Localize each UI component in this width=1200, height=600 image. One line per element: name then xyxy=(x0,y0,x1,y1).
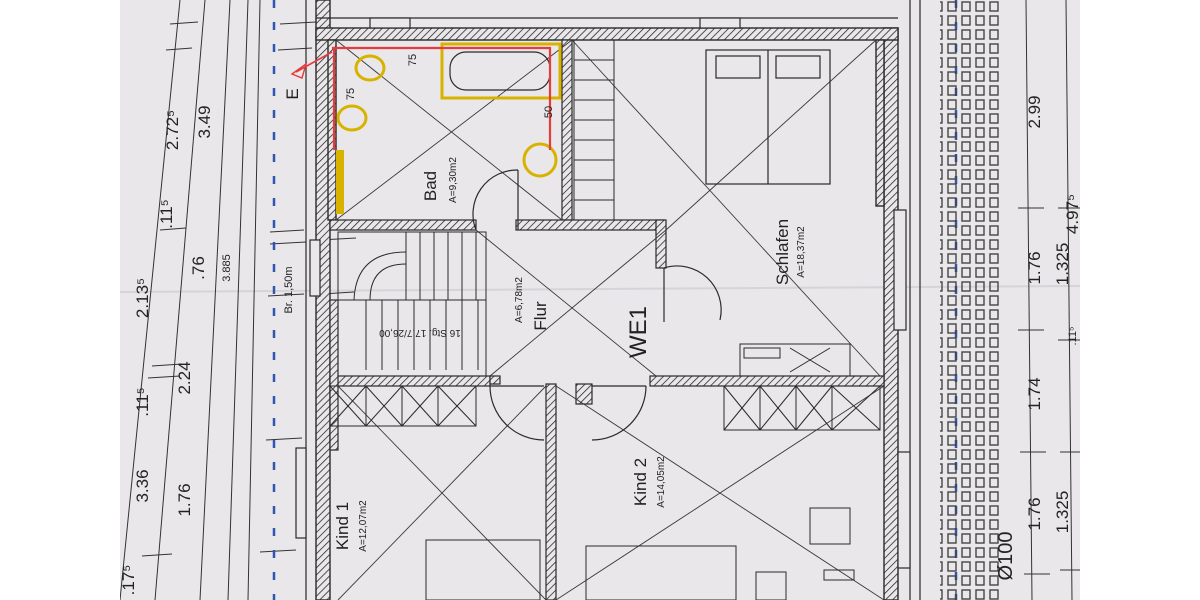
section-mark: E xyxy=(283,88,302,99)
room-name-kind1: Kind 1 xyxy=(333,502,352,550)
unit-label: WE1 xyxy=(625,306,652,358)
background-right xyxy=(1080,0,1200,600)
room-name-schlafen: Schlafen xyxy=(773,219,792,285)
bath-measure-b: 75 xyxy=(345,88,357,100)
dim-left-6: 2.13⁵ xyxy=(133,278,152,318)
bath-measure-c: 50 xyxy=(543,106,555,118)
dim-left-3: .11⁵ xyxy=(157,199,176,228)
dim-right-9: Ø100 xyxy=(995,532,1017,581)
dim-right-8: 1.325 xyxy=(1053,491,1072,534)
bath-measure-a: 75 xyxy=(407,54,419,66)
room-name-bad: Bad xyxy=(421,171,440,201)
stair-label: 16 Stg. 17,7/26,00 xyxy=(379,327,461,338)
dim-left-4: 3.885 xyxy=(221,254,233,282)
room-area-bad: A=9,30m2 xyxy=(448,157,459,203)
room-name-flur: Flur xyxy=(531,301,550,331)
wardrobes xyxy=(329,39,881,431)
left-dimension-lines xyxy=(120,0,357,600)
dim-right-1: 2.99 xyxy=(1025,95,1044,128)
furniture-kinder xyxy=(425,507,855,600)
dim-right-3: 1.76 xyxy=(1025,251,1044,284)
desk-schlafen xyxy=(739,343,851,377)
staircase xyxy=(337,231,487,377)
interior-walls xyxy=(329,39,885,600)
bath-fixtures xyxy=(290,42,562,214)
room-area-kind1: A=12,07m2 xyxy=(358,500,369,552)
dim-left-1: 3.49 xyxy=(195,105,214,138)
right-dimension-lines xyxy=(1018,0,1080,600)
room-diagonals xyxy=(335,39,885,600)
room-area-schlafen: A=18,37m2 xyxy=(796,226,807,278)
dim-left-10: 3.36 xyxy=(133,469,152,502)
stair-width-label: Br. 1,50m xyxy=(283,266,295,313)
windows xyxy=(295,17,911,569)
room-area-flur: A=6,78m2 xyxy=(514,277,525,323)
room-name-kind2: Kind 2 xyxy=(631,458,650,506)
dim-left-9: 1.76 xyxy=(175,483,194,516)
outer-walls xyxy=(315,0,899,600)
background-left xyxy=(0,0,120,600)
dim-right-6: .11⁵ xyxy=(1067,326,1079,345)
dim-right-7: 1.76 xyxy=(1025,497,1044,530)
paper-fold xyxy=(120,285,1080,293)
right-railing xyxy=(940,0,1000,600)
dim-left-5: .76 xyxy=(189,256,208,280)
dim-right-4: 1.325 xyxy=(1053,243,1072,286)
floor-plan-drawing: 3.49 2.72⁵ .11⁵ 3.885 .76 2.13⁵ 2.24 .11… xyxy=(120,0,1080,600)
dim-right-5: 1.74 xyxy=(1025,377,1044,410)
dim-left-11: .17⁵ xyxy=(120,565,138,596)
dim-left-2: 2.72⁵ xyxy=(163,110,182,150)
bed xyxy=(705,49,831,185)
doors xyxy=(472,169,722,441)
room-area-kind2: A=14,05m2 xyxy=(656,456,667,508)
dim-left-8: .11⁵ xyxy=(133,387,152,416)
dim-right-2: 4.97⁵ xyxy=(1063,194,1080,234)
dim-left-7: 2.24 xyxy=(175,361,194,394)
